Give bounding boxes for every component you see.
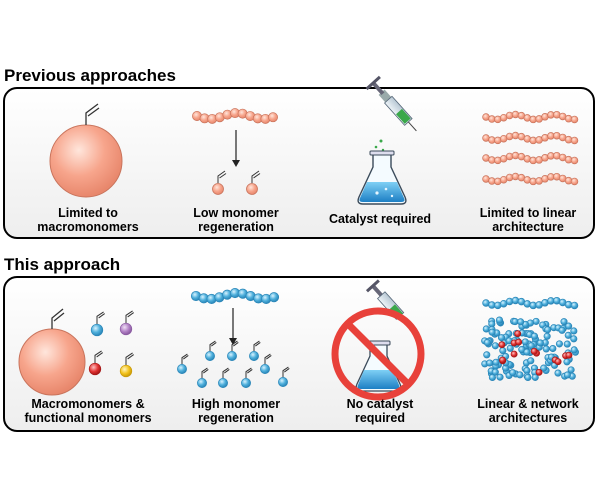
monomer-bead (483, 351, 491, 359)
down-arrow-icon (232, 130, 240, 167)
flask-syringe-icon (357, 75, 417, 205)
polymer-chain-icon (192, 108, 278, 124)
monomer-bead (495, 316, 504, 324)
no-catalyst-icon (331, 279, 425, 401)
monomer-bead (497, 334, 506, 342)
monomer-bead (563, 340, 571, 348)
monomer-bead (498, 341, 506, 349)
monomer-bead (565, 322, 573, 330)
monomer-bead (542, 345, 550, 353)
monomer-bead (570, 177, 579, 186)
monomer-bead (499, 356, 506, 364)
monomer-bead (119, 364, 133, 378)
monomer-bead (521, 338, 529, 346)
monomer-bead (527, 357, 535, 365)
monomer-bead (549, 344, 557, 353)
monomer-bead (555, 340, 563, 348)
linear-polymer-chain-icon (482, 296, 579, 310)
monomer-bead (527, 342, 535, 350)
monomer-bead (570, 346, 578, 354)
monomer-bead (570, 327, 578, 335)
monomer-bead (510, 350, 518, 358)
monomer-bead (570, 115, 579, 124)
regenerated-monomers-icon (177, 340, 290, 388)
monomer-bead (543, 332, 551, 340)
monomer-bead (90, 323, 104, 337)
functional-monomers-icon (88, 310, 134, 378)
monomer-bead (567, 366, 575, 374)
monomer-bead (491, 368, 499, 376)
monomer-bead (565, 351, 573, 359)
monomer-bead (218, 378, 228, 388)
monomer-bead (241, 378, 251, 388)
monomer-bead (88, 362, 102, 376)
monomer-bead (570, 335, 578, 343)
monomer-bead (530, 332, 539, 340)
monomer-bead (268, 112, 278, 123)
monomer-bead (524, 373, 532, 381)
monomer-bead (570, 301, 579, 310)
monomer-bead (517, 318, 525, 326)
polymer-chain-icon (190, 288, 280, 304)
this-approach-title: This approach (4, 255, 121, 274)
monomer-bead (260, 364, 270, 374)
monomer-bead (558, 326, 566, 334)
monomer-bead (530, 347, 538, 355)
previous-approaches-title: Previous approaches (4, 66, 176, 85)
monomer-bead (544, 326, 552, 334)
monomer-bead (536, 339, 544, 347)
monomer-bead (177, 364, 187, 374)
monomer-bead (249, 351, 259, 361)
monomer-bead (554, 369, 562, 377)
monomer-bead (531, 373, 539, 381)
monomer-bead (496, 373, 504, 381)
polymer-network-icon (481, 316, 579, 382)
monomer-bead (488, 328, 496, 336)
monomer-bead (564, 331, 572, 339)
monomer-bead (278, 377, 288, 387)
monomer-bead (516, 371, 524, 379)
monomer-bead (227, 351, 237, 361)
monomer-bead (523, 348, 531, 356)
down-arrow-icon (229, 308, 237, 345)
monomer-bead (492, 358, 500, 366)
monomer-bead (119, 322, 133, 336)
caption-catalyst-required: Catalyst required (328, 212, 432, 226)
monomer-bead (509, 369, 517, 377)
monomer-bead (554, 358, 562, 366)
monomer-bead (483, 339, 491, 347)
regenerated-monomer-icon (212, 170, 227, 195)
monomer-bead (499, 347, 507, 355)
caption-macromonomers-functional: Macromonomers &functional monomers (24, 397, 152, 425)
monomer-bead (570, 156, 579, 165)
monomer-bead (515, 338, 523, 346)
monomer-bead (491, 342, 499, 350)
monomer-bead (486, 359, 494, 367)
monomer-bead (560, 318, 568, 326)
regenerated-monomer-icon (246, 170, 261, 195)
monomer-bead (570, 136, 579, 145)
monomer-bead (506, 344, 514, 352)
monomer-bead (535, 368, 543, 376)
monomer-bead (205, 351, 215, 361)
monomer-bead (268, 292, 280, 303)
monomer-bead (563, 371, 571, 379)
macromonomer-sphere-icon (49, 103, 123, 198)
macromonomer-sphere-icon (18, 308, 86, 396)
monomer-bead (514, 330, 522, 338)
linear-polymer-chains-icon (482, 110, 579, 186)
monomer-bead (197, 378, 207, 388)
monomer-bead (563, 358, 571, 366)
monomer-bead (540, 364, 548, 372)
